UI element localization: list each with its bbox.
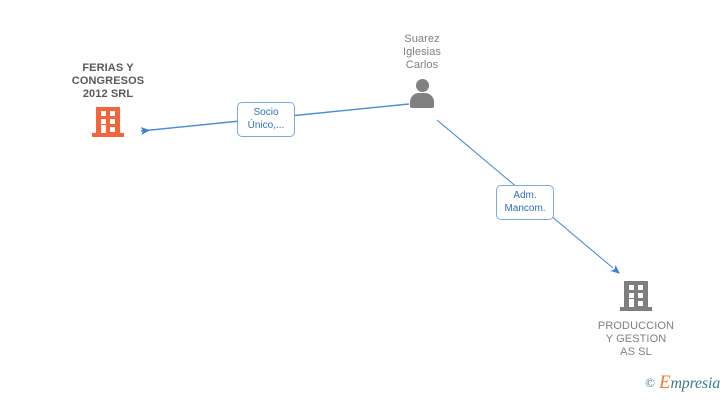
brand-rest: mpresia (670, 375, 720, 392)
node-person-suarez[interactable]: Suarez Iglesias Carlos (362, 33, 482, 109)
node-label-ferias: FERIAS Y CONGRESOS 2012 SRL (71, 62, 145, 100)
node-company-produccion[interactable]: PRODUCCION Y GESTION AS SL (574, 281, 698, 359)
person-icon (405, 79, 439, 109)
node-label-suarez: Suarez Iglesias Carlos (402, 33, 442, 71)
brand-logo-text: Empresia (659, 372, 720, 394)
building-icon (620, 281, 652, 311)
copyright-icon: © (645, 375, 656, 390)
brand-initial: E (659, 372, 671, 393)
watermark-empresia: © Empresia (645, 372, 720, 394)
edge-label-socio-unico[interactable]: Socio Único,... (237, 102, 295, 137)
edge-label-adm-mancom[interactable]: Adm. Mancom. (496, 185, 554, 220)
node-company-ferias[interactable]: FERIAS Y CONGRESOS 2012 SRL (43, 62, 173, 137)
node-label-produccion: PRODUCCION Y GESTION AS SL (597, 320, 675, 358)
building-icon (92, 107, 124, 137)
